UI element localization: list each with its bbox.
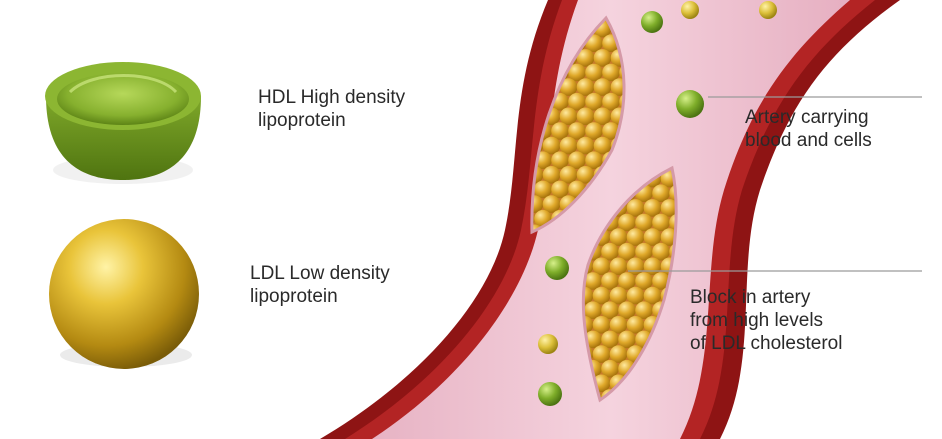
hdl-label-line-1: HDL High density — [258, 86, 405, 109]
block-label-line-1: Block in artery — [690, 286, 842, 309]
hdl-label-line-2: lipoprotein — [258, 109, 405, 132]
ldl-label: LDL Low density lipoprotein — [250, 262, 390, 308]
fat-cell — [627, 258, 645, 276]
fat-cell — [644, 258, 662, 276]
fat-cell — [593, 258, 611, 276]
artery-label-line-1: Artery carrying — [745, 106, 872, 129]
ldl-sphere-icon — [49, 219, 199, 369]
fat-cell — [560, 108, 578, 126]
hdl-label: HDL High density lipoprotein — [258, 86, 405, 132]
artery-label-line-2: blood and cells — [745, 129, 872, 152]
block-label: Block in artery from high levels of LDL … — [690, 286, 842, 355]
ldl-label-line-2: lipoprotein — [250, 285, 390, 308]
fat-cell — [577, 108, 595, 126]
fat-cell — [652, 184, 670, 202]
ldl-label-line-1: LDL Low density — [250, 262, 390, 285]
fat-cell — [534, 181, 552, 199]
fat-cell — [594, 108, 612, 126]
hdl-half-shell-icon — [45, 62, 201, 184]
block-label-line-3: of LDL cholesterol — [690, 332, 842, 355]
block-label-line-2: from high levels — [690, 309, 842, 332]
artery-label: Artery carrying blood and cells — [745, 106, 872, 152]
fat-cell — [601, 331, 619, 349]
fat-cell — [618, 331, 636, 349]
fat-cell — [517, 5, 535, 23]
fat-cell — [610, 258, 628, 276]
fat-cell — [551, 181, 569, 199]
